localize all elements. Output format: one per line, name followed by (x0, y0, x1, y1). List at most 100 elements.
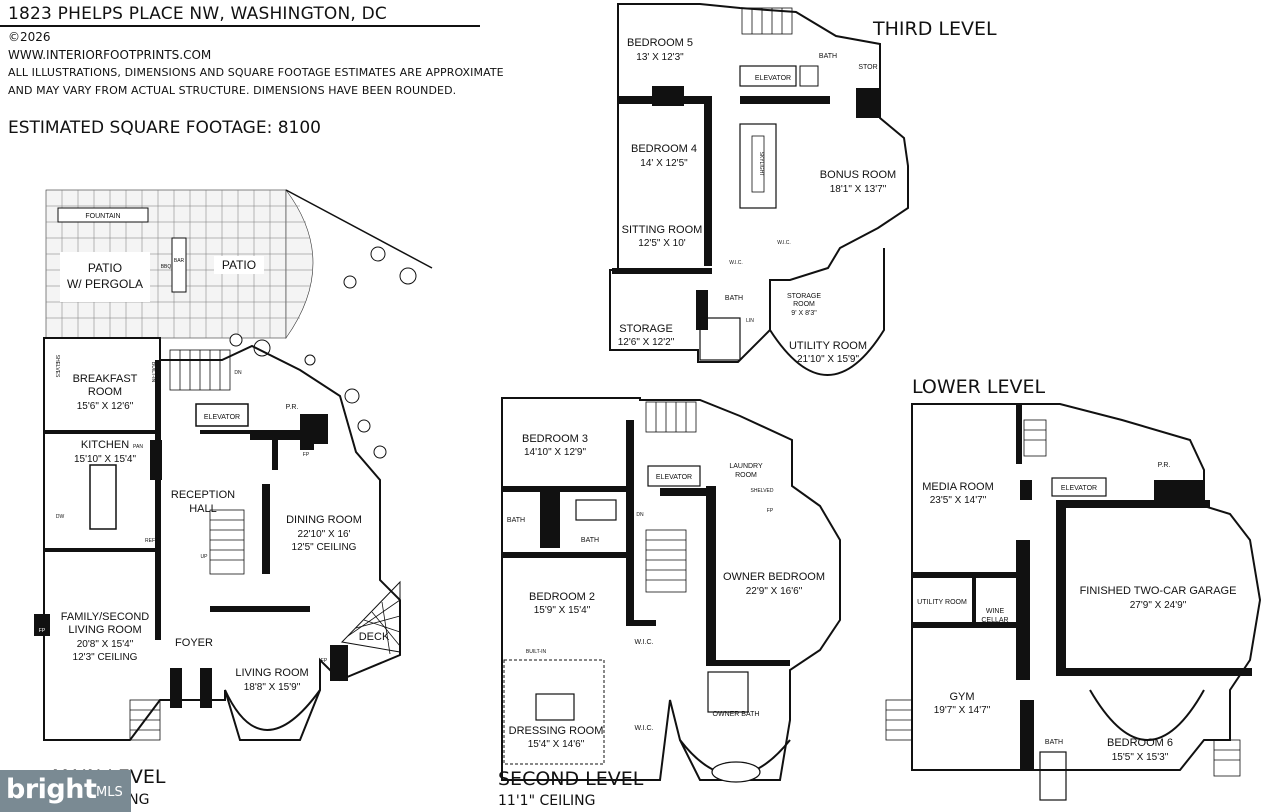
bathtub (711, 761, 761, 783)
garage-dim: 27'9" X 24'9" (1130, 600, 1187, 611)
bed4-dim: 14' X 12'5" (640, 158, 688, 169)
wic-third-1: W.I.C. (729, 260, 743, 266)
family-dim: 20'8" X 15'4" (77, 639, 134, 650)
elevator-main-label: ELEVATOR (204, 414, 240, 421)
elevator-lower-label: ELEVATOR (1061, 485, 1097, 492)
skylight-box (739, 123, 777, 209)
bar-counter (171, 237, 187, 293)
third-level-plan: SKYLIGHT BEDROOM 5 13' X 12'3" BATH STOR… (609, 3, 909, 376)
bed5-dim: 13' X 12'3" (636, 52, 684, 63)
bright-mls-logo: bright MLS (0, 770, 131, 812)
bar-label: BAR (174, 258, 185, 264)
elevator-second-label: ELEVATOR (656, 474, 692, 481)
patio-area: FOUNTAIN BBQ BAR PATIO W/ PERGOLA PATIO (45, 189, 433, 459)
utility-lower-label: UTILITY ROOM (917, 599, 967, 606)
breakfast-dim: 15'6" X 12'6" (77, 401, 134, 412)
lower-level-outline (911, 403, 1262, 771)
patio-label: PATIO (222, 258, 256, 272)
laundry-label: LAUNDRY (729, 463, 763, 470)
second-level-outline (501, 397, 841, 781)
disclaimer-line-1: ALL ILLUSTRATIONS, DIMENSIONS AND SQUARE… (8, 66, 504, 79)
shelves-main: SHELVES (54, 355, 60, 378)
deck-label: DECK (359, 631, 390, 643)
fp-dining-label: FP (303, 452, 310, 458)
family-ceiling: 12'3" CEILING (73, 652, 138, 663)
owner-bed-dim: 22'9" X 16'6" (746, 586, 803, 597)
fp-living-label: FP (321, 658, 328, 664)
builtin-second: BUILT-IN (526, 649, 547, 655)
garage-label: FINISHED TWO-CAR GARAGE (1080, 585, 1237, 597)
sitting-dim: 12'5" X 10' (638, 238, 685, 249)
bed2-dim: 15'9" X 15'4" (534, 605, 591, 616)
second-stairs (645, 401, 697, 593)
media-label: MEDIA ROOM (922, 481, 994, 493)
disclaimer-line-2: AND MAY VARY FROM ACTUAL STRUCTURE. DIME… (8, 84, 457, 97)
second-level-subtitle: 11'1" CEILING (498, 793, 596, 809)
family-label-2: LIVING ROOM (68, 624, 141, 636)
pergola-label-bg (60, 252, 150, 302)
wic-second-2: W.I.C. (634, 725, 653, 732)
living-room-bay (224, 689, 321, 731)
breakfast-label-2: ROOM (88, 386, 122, 398)
fp-family-label: FP (39, 628, 46, 634)
bath-second-1: BATH (507, 517, 525, 524)
bonus-dim: 18'1" X 13'7" (830, 184, 887, 195)
main-level-plan: FOUNTAIN BBQ BAR PATIO W/ PERGOLA PATIO (34, 189, 433, 741)
lin-label: LIN (746, 318, 754, 324)
owner-bed-label: OWNER BEDROOM (723, 571, 825, 583)
elevator-third-label: ELEVATOR (755, 75, 791, 82)
bbq-label: BBQ (161, 264, 172, 270)
family-label: FAMILY/SECOND (61, 611, 149, 623)
wine-label: WINE (986, 608, 1005, 615)
bed4-label: BEDROOM 4 (631, 143, 697, 155)
gym-dim: 19'7" X 14'7" (934, 705, 991, 716)
fountain-box (57, 207, 149, 223)
storage-room-label: STORAGE (787, 293, 821, 300)
patio-label-bg (214, 256, 264, 274)
skylight-label: SKYLIGHT (758, 152, 764, 177)
header-rule (0, 25, 480, 27)
dining-dim: 22'10" X 16' (298, 529, 351, 540)
dw-label: DW (56, 514, 65, 520)
website: WWW.INTERIORFOOTPRINTS.COM (8, 48, 212, 62)
living-dim: 18'8" X 15'9" (244, 682, 301, 693)
patio-pergola-label-2: W/ PERGOLA (67, 277, 143, 291)
bed5-label: BEDROOM 5 (627, 37, 693, 49)
kitchen-label: KITCHEN (81, 439, 129, 451)
utility-third-label: UTILITY ROOM (789, 340, 867, 352)
shelved-label: SHELVED (751, 488, 774, 494)
reception-label-2: HALL (189, 503, 217, 515)
foyer-label: FOYER (175, 637, 213, 649)
logo-text: bright (6, 774, 97, 805)
patio-pergola-label: PATIO (88, 261, 122, 275)
bed6-label: BEDROOM 6 (1107, 737, 1173, 749)
third-stairs (741, 7, 793, 35)
up-main-label: UP (201, 554, 209, 560)
reception-label: RECEPTION (171, 489, 235, 501)
pr-lower-label: P.R. (1158, 462, 1171, 469)
laundry-label-2: ROOM (735, 472, 757, 479)
dn-second-label: DN (636, 512, 644, 518)
bedroom6-bay (1089, 689, 1205, 741)
pr-main-label: P.R. (286, 404, 299, 411)
lower-stairs (885, 419, 1241, 777)
ref-label: REF (145, 538, 155, 544)
bath-lower-label: BATH (1045, 739, 1063, 746)
third-level-title: THIRD LEVEL (873, 18, 997, 40)
bath-third-2: BATH (725, 295, 743, 302)
copyright: ©2026 (8, 30, 51, 44)
kitchen-island (89, 464, 117, 530)
storage-label: STORAGE (619, 323, 673, 335)
wic-second-1: W.I.C. (634, 639, 653, 646)
lower-level-plan: MEDIA ROOM 23'5" X 14'7" ELEVATOR P.R. F… (885, 403, 1262, 801)
storage-dim: 12'6" X 12'2" (618, 337, 675, 348)
deck-outline (340, 580, 401, 653)
builtin-main: BUILT-IN (150, 362, 156, 383)
dressing-room-shelves (503, 659, 605, 765)
bath-second-2: BATH (581, 537, 599, 544)
pan-label: PAN (133, 444, 143, 450)
owner-bath-label: OWNER BATH (713, 711, 760, 718)
dining-label: DINING ROOM (286, 514, 362, 526)
main-stairs (129, 349, 245, 741)
